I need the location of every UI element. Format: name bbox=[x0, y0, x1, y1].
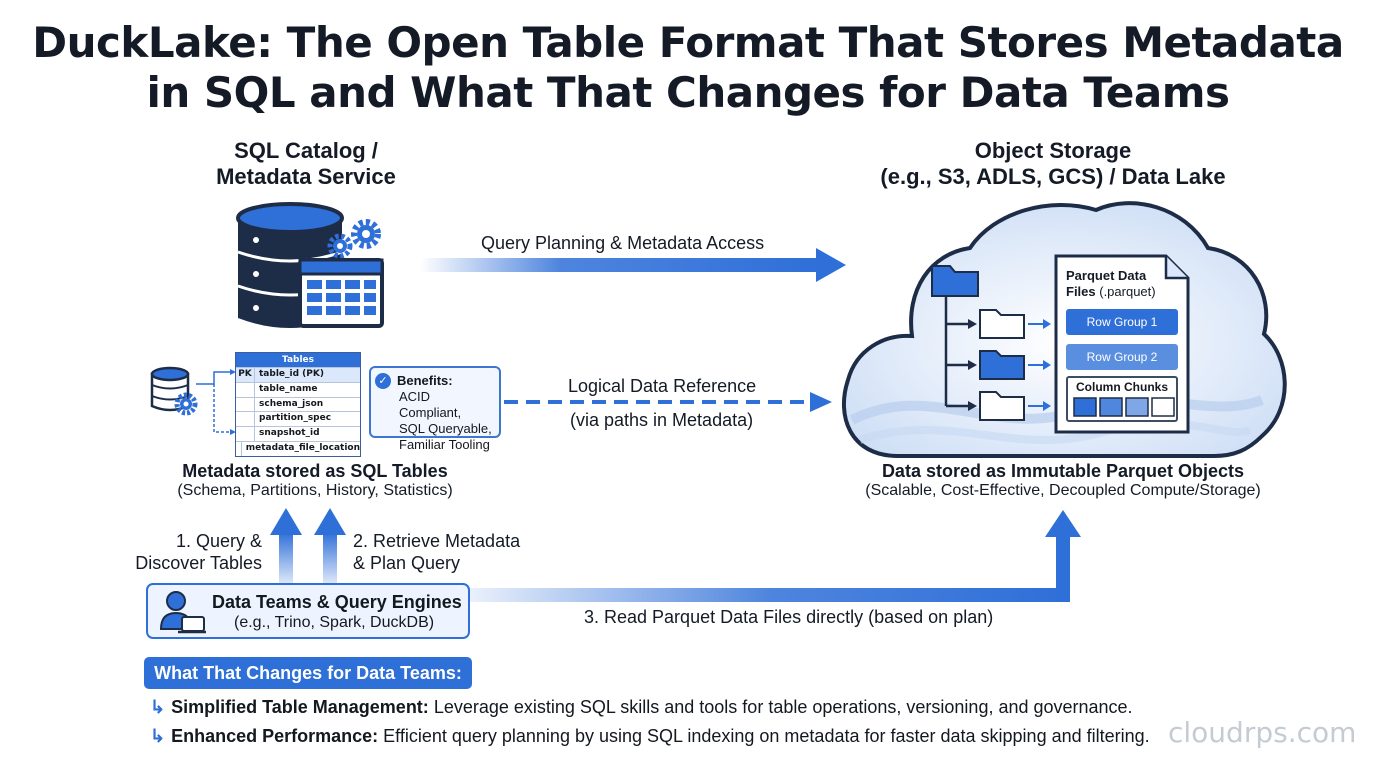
benefit-item: ACID Compliant, bbox=[399, 389, 462, 420]
benefit-item: SQL Queryable, bbox=[399, 421, 492, 436]
arrow-right-icon: ↳ bbox=[150, 697, 166, 717]
list-item-bold: Enhanced Performance: bbox=[171, 726, 379, 746]
logical-reference-arrow bbox=[504, 392, 832, 412]
gear-icon-small bbox=[327, 233, 353, 259]
folder-icon-1 bbox=[979, 309, 1025, 339]
storage-heading: Object Storage (e.g., S3, ADLS, GCS) / D… bbox=[853, 138, 1253, 190]
storage-heading-line-2: (e.g., S3, ADLS, GCS) / Data Lake bbox=[880, 164, 1226, 189]
query-planning-label: Query Planning & Metadata Access bbox=[481, 233, 765, 253]
folder-icon-root bbox=[931, 265, 979, 297]
column-chunks-title: Column Chunks bbox=[1076, 380, 1168, 394]
table-row: metadata_file_location bbox=[236, 440, 360, 456]
data-teams-subtitle: (e.g., Trino, Spark, DuckDB) bbox=[234, 614, 435, 631]
table-row: partition_spec bbox=[236, 411, 360, 427]
benefit-item: Familiar Tooling bbox=[399, 437, 490, 452]
parquet-title-line-2: Files (.parquet) bbox=[1066, 284, 1176, 300]
benefits-box: ✓ Benefits: ACID Compliant, SQL Queryabl… bbox=[369, 366, 501, 452]
parquet-title-ext: (.parquet) bbox=[1095, 284, 1156, 299]
parquet-title: Parquet Data Files (.parquet) bbox=[1066, 268, 1176, 300]
watermark: cloudrps.com bbox=[1168, 716, 1357, 749]
pk-marker: PK bbox=[236, 368, 255, 382]
logical-reference-label-1: Logical Data Reference bbox=[568, 376, 757, 396]
step1-label-line-1: 1. Query & bbox=[175, 531, 262, 551]
column-name: partition_spec bbox=[259, 413, 332, 424]
gear-icon-large bbox=[351, 219, 381, 249]
column-name: schema_json bbox=[259, 398, 324, 409]
query-planning-arrow bbox=[420, 248, 846, 282]
list-item-text: Leverage existing SQL skills and tools f… bbox=[428, 697, 1133, 717]
catalog-heading: SQL Catalog / Metadata Service bbox=[166, 138, 446, 190]
parquet-title-files: Files bbox=[1066, 284, 1096, 299]
column-chunks-graphic bbox=[1073, 397, 1175, 417]
check-icon: ✓ bbox=[375, 373, 391, 389]
step2-label: 2. Retrieve Metadata & Plan Query bbox=[353, 530, 520, 574]
folder-icon-2 bbox=[979, 350, 1025, 380]
metadata-table-header: Tables bbox=[236, 353, 360, 367]
list-item-text: Efficient query planning by using SQL in… bbox=[378, 726, 1150, 746]
pk-marker bbox=[236, 427, 255, 441]
column-name: snapshot_id bbox=[259, 428, 320, 439]
list-item: ↳Enhanced Performance: Efficient query p… bbox=[150, 725, 1150, 747]
row-group-1: Row Group 1 bbox=[1066, 309, 1178, 335]
pk-marker bbox=[236, 441, 242, 456]
list-item-bold: Simplified Table Management: bbox=[171, 697, 429, 717]
catalog-caption-sub: (Schema, Partitions, History, Statistics… bbox=[177, 482, 453, 499]
user-laptop-icon bbox=[159, 591, 206, 634]
gear-icon-tiny bbox=[174, 392, 198, 416]
storage-heading-line-1: Object Storage bbox=[974, 138, 1132, 163]
arrow-right-icon: ↳ bbox=[150, 726, 166, 746]
catalog-heading-line-2: Metadata Service bbox=[216, 164, 396, 189]
logical-reference-label-2: (via paths in Metadata) bbox=[570, 410, 754, 430]
folder-tree bbox=[944, 296, 1051, 411]
catalog-caption: Metadata stored as SQL Tables (Schema, P… bbox=[120, 461, 510, 500]
table-grid-icon bbox=[298, 258, 384, 328]
table-row: schema_json bbox=[236, 396, 360, 412]
table-row: PK table_id (PK) bbox=[236, 367, 360, 382]
title-line-2: in SQL and What That Changes for Data Te… bbox=[146, 68, 1230, 117]
table-row: snapshot_id bbox=[236, 426, 360, 441]
step2-up-arrow bbox=[314, 508, 346, 584]
step2-label-line-1: 2. Retrieve Metadata bbox=[353, 531, 521, 551]
title-line-1: DuckLake: The Open Table Format That Sto… bbox=[32, 18, 1344, 67]
catalog-caption-bold: Metadata stored as SQL Tables bbox=[182, 461, 448, 481]
pk-marker bbox=[236, 412, 255, 427]
changes-badge: What That Changes for Data Teams: bbox=[144, 657, 472, 689]
column-name: metadata_file_location bbox=[245, 442, 360, 453]
step2-label-line-2: & Plan Query bbox=[353, 553, 461, 573]
page-title: DuckLake: The Open Table Format That Sto… bbox=[0, 18, 1376, 118]
step1-label: 1. Query & Discover Tables bbox=[100, 530, 262, 574]
data-teams-title: Data Teams & Query Engines bbox=[212, 592, 462, 612]
step3-label: 3. Read Parquet Data Files directly (bas… bbox=[584, 607, 994, 627]
storage-caption: Data stored as Immutable Parquet Objects… bbox=[813, 461, 1313, 500]
folder-icon-3 bbox=[979, 391, 1025, 421]
step1-label-line-2: Discover Tables bbox=[135, 553, 262, 573]
storage-caption-sub: (Scalable, Cost-Effective, Decoupled Com… bbox=[865, 482, 1261, 499]
parquet-title-line-1: Parquet Data bbox=[1066, 268, 1147, 283]
pk-marker bbox=[236, 397, 255, 412]
benefits-title: Benefits: bbox=[397, 373, 453, 388]
data-teams-box: Data Teams & Query Engines (e.g., Trino,… bbox=[146, 583, 470, 639]
pk-marker bbox=[236, 382, 255, 397]
column-chunks-box: Column Chunks bbox=[1066, 376, 1178, 422]
row-group-2: Row Group 2 bbox=[1066, 344, 1178, 370]
step3-read-arrow bbox=[470, 510, 1081, 602]
table-row: table_name bbox=[236, 381, 360, 397]
parquet-card: Parquet Data Files (.parquet) Row Group … bbox=[1056, 256, 1188, 432]
metadata-table: Tables PK table_id (PK) table_name schem… bbox=[235, 352, 361, 457]
list-item: ↳Simplified Table Management: Leverage e… bbox=[150, 696, 1133, 718]
storage-caption-bold: Data stored as Immutable Parquet Objects bbox=[881, 461, 1245, 481]
column-name: table_id (PK) bbox=[259, 369, 324, 379]
catalog-heading-line-1: SQL Catalog / bbox=[234, 138, 378, 163]
db-table-connectors bbox=[196, 369, 236, 435]
column-name: table_name bbox=[259, 383, 318, 394]
step1-up-arrow bbox=[270, 508, 302, 584]
